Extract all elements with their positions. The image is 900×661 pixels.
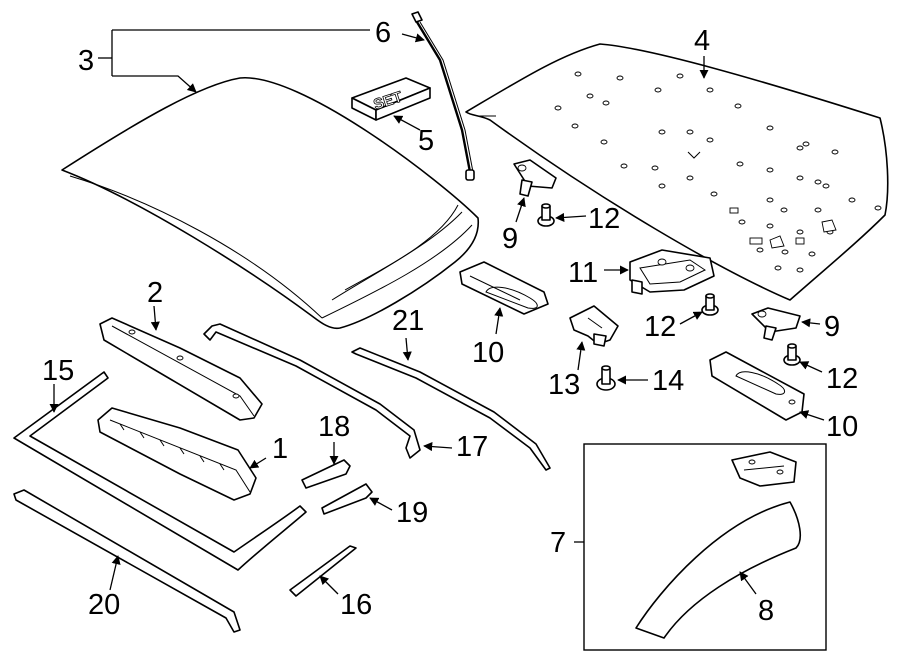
callout-17: 17 <box>456 431 488 463</box>
callout-6: 6 <box>375 17 391 49</box>
callout-5: 5 <box>418 125 434 157</box>
fastener-set-box: SET <box>351 77 431 121</box>
screw-fastener <box>596 365 616 391</box>
drip-molding <box>351 347 551 471</box>
callout-2: 2 <box>147 277 163 309</box>
support-rod <box>411 11 475 181</box>
push-fastener-lower <box>783 343 801 366</box>
callout-9-upper: 9 <box>502 223 518 255</box>
striker-bracket <box>569 305 619 347</box>
end-cap-upper <box>301 459 351 489</box>
callout-3: 3 <box>78 45 94 77</box>
callout-7: 7 <box>550 527 566 559</box>
trim-strip <box>289 545 357 597</box>
mount-bracket-upper <box>459 261 549 315</box>
callout-labels: 3 6 5 4 9 12 11 2 21 10 12 9 15 13 14 12… <box>42 17 858 627</box>
headliner <box>465 43 889 301</box>
callout-10-upper: 10 <box>472 337 504 369</box>
rear-header-rail <box>97 407 257 501</box>
latch-bracket <box>629 249 715 295</box>
callout-8: 8 <box>758 595 774 627</box>
clip-upper <box>513 159 557 197</box>
callout-12-middle: 12 <box>644 311 676 343</box>
callout-10-lower: 10 <box>826 411 858 443</box>
callout-21: 21 <box>392 305 424 337</box>
roof-panel <box>61 77 480 330</box>
callout-11: 11 <box>568 257 598 289</box>
callout-19: 19 <box>396 497 428 529</box>
front-header-rail <box>99 317 263 421</box>
callout-4: 4 <box>694 25 710 57</box>
callout-9-lower: 9 <box>824 311 840 343</box>
callout-12-upper: 12 <box>588 203 620 235</box>
roof-weatherstrip <box>13 371 307 571</box>
callout-1: 1 <box>272 433 288 465</box>
clip-lower <box>751 307 801 341</box>
callout-16: 16 <box>340 589 372 621</box>
callout-13: 13 <box>548 369 580 401</box>
callout-12-lower: 12 <box>826 363 858 395</box>
callout-14: 14 <box>652 365 684 397</box>
callout-18: 18 <box>318 411 350 443</box>
push-fastener-middle <box>701 293 719 316</box>
side-rail-molding <box>203 323 421 459</box>
callout-20: 20 <box>88 589 120 621</box>
push-fastener-upper <box>537 203 555 227</box>
end-cap-lower <box>321 483 373 515</box>
leaders <box>49 29 825 595</box>
callout-15: 15 <box>42 355 74 387</box>
inset-box <box>583 443 827 651</box>
roof-molding <box>13 489 241 633</box>
